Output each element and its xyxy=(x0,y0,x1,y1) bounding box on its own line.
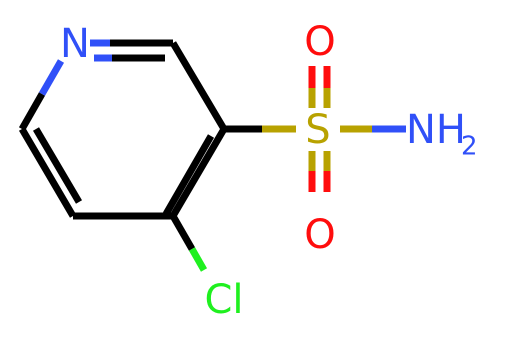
bond-c3-c4-outer xyxy=(169,127,228,218)
bond-c5-c6-outer xyxy=(18,127,77,218)
bottom-oxygen-label: O xyxy=(304,212,335,258)
sulfur-label: S xyxy=(305,107,330,153)
bond-c2-c3 xyxy=(169,41,228,131)
amino-label: NH xyxy=(406,107,466,153)
chlorine-label: Cl xyxy=(204,277,243,323)
ring-nitrogen-label: N xyxy=(60,21,90,67)
substituent-bonds xyxy=(169,66,406,272)
amino-subscript: 2 xyxy=(461,132,478,162)
top-oxygen-label: O xyxy=(304,19,335,65)
bond-c6-n-blue xyxy=(38,59,65,96)
ring-bonds xyxy=(18,39,228,220)
bond-c4-cl-black xyxy=(169,214,196,251)
bond-c6-n-black xyxy=(18,92,46,131)
bond-c5-c6-inner xyxy=(32,127,83,204)
bond-c4-cl-green xyxy=(188,247,208,272)
bond-c3-c4-inner xyxy=(162,134,215,216)
